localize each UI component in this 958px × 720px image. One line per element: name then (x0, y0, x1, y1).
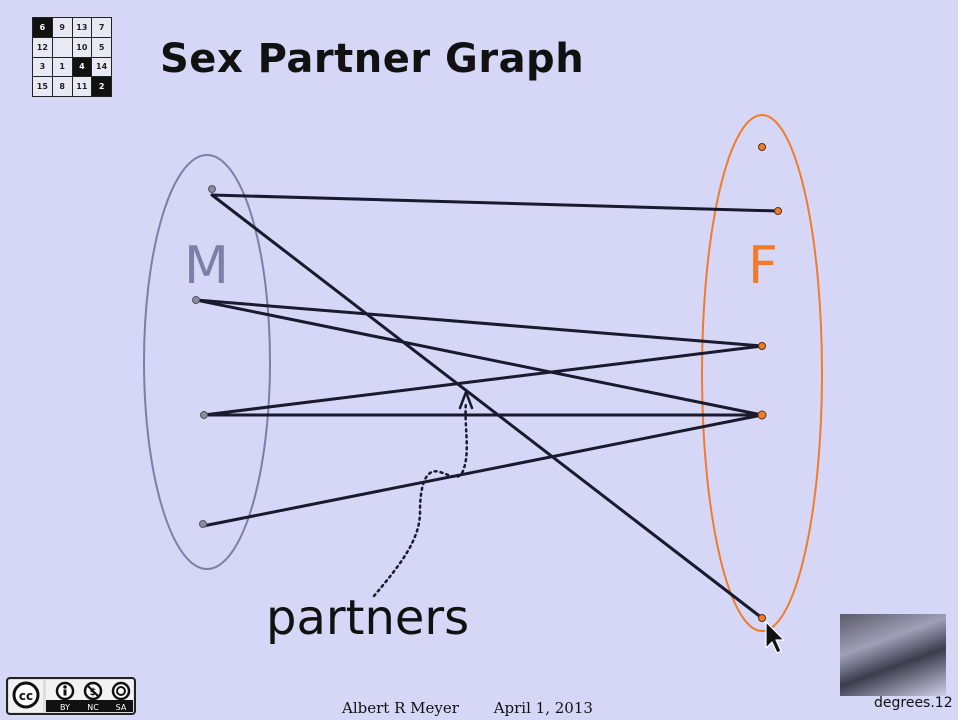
svg-text:$: $ (90, 687, 97, 698)
logo-cell: 13 (72, 18, 92, 37)
logo-cell: 15 (33, 77, 52, 96)
set-f-label: F (748, 236, 778, 296)
set-m-ellipse (143, 154, 271, 570)
logo-cell: 2 (92, 77, 111, 96)
speaker-video-thumbnail (840, 614, 946, 696)
slide-title: Sex Partner Graph (160, 36, 585, 82)
vertex-f (758, 614, 766, 622)
vertex-f (757, 410, 767, 420)
sa-icon (111, 681, 131, 701)
vertex-f (758, 342, 766, 350)
set-m-label: M (184, 236, 229, 296)
logo-cell: 10 (72, 37, 92, 57)
logo-cell: 5 (92, 37, 111, 57)
partners-label: partners (266, 590, 470, 646)
logo-cell: 3 (33, 57, 52, 77)
vertex-m (199, 520, 207, 528)
vertex-m (208, 185, 216, 193)
arrowhead-icon (458, 390, 474, 410)
logo-cell: 6 (33, 18, 52, 37)
edge (202, 344, 764, 417)
edge (194, 298, 764, 417)
partners-pointer-arrow (372, 400, 468, 598)
creative-commons-badge: cc $ BY NC SA (6, 677, 136, 715)
date: April 1, 2013 (493, 699, 593, 717)
slide-id: degrees.12 (874, 695, 953, 711)
license-term: SA (116, 703, 127, 712)
logo-cell: 11 (72, 77, 92, 96)
logo-cell: 8 (52, 77, 72, 96)
license-term: BY (60, 703, 70, 712)
edges (194, 193, 780, 620)
set-f-ellipse (701, 114, 823, 632)
slide-footer: Albert R Meyer April 1, 2013 (342, 699, 623, 717)
logo-cell: 12 (33, 37, 52, 57)
edge (210, 193, 780, 213)
edge (194, 298, 764, 348)
vertex-m (200, 411, 208, 419)
edge (210, 193, 764, 620)
logo-cell (52, 37, 72, 57)
vertex-f (758, 143, 766, 151)
author: Albert R Meyer (342, 699, 459, 717)
license-term: NC (87, 703, 99, 712)
edge (201, 413, 764, 528)
mouse-cursor-icon (765, 621, 785, 654)
logo-cell: 1 (52, 57, 72, 77)
vertex-m (192, 296, 200, 304)
vertex-f (774, 207, 782, 215)
cc-icon (12, 681, 40, 709)
logo-cell: 14 (92, 57, 111, 77)
logo-cell: 9 (52, 18, 72, 37)
cc-text: cc (19, 689, 33, 703)
logo-cell: 4 (72, 57, 92, 77)
logo-cell: 7 (92, 18, 111, 37)
